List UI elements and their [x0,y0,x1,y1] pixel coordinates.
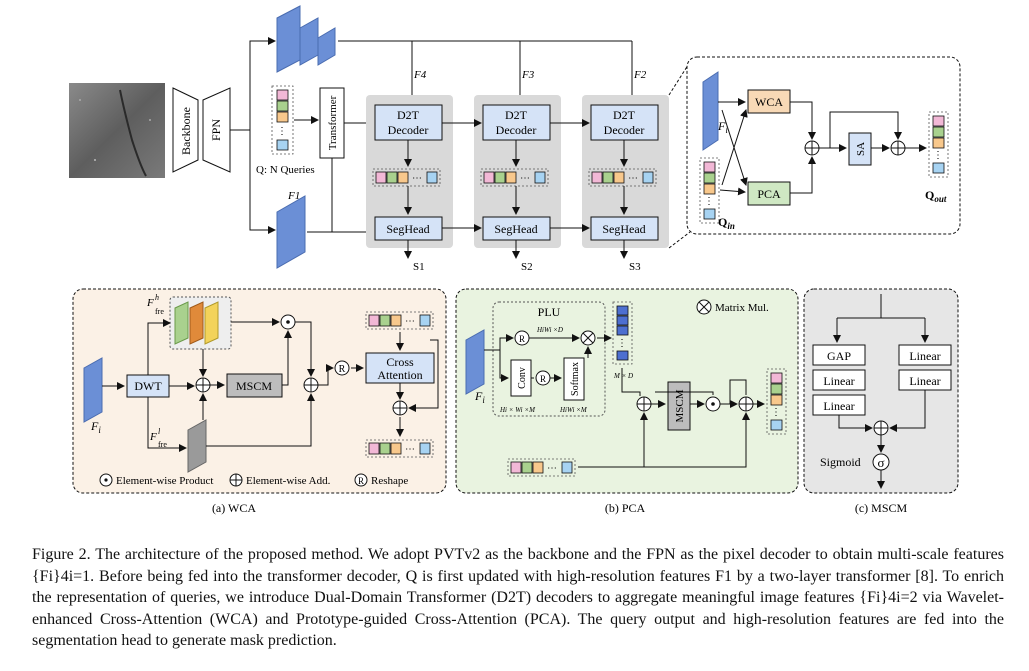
output-s3: S3 [629,261,641,273]
feature-pyramid-top [276,5,336,73]
svg-text:Softmax: Softmax [570,362,581,396]
svg-text:Decoder: Decoder [496,123,537,137]
feature-f1 [276,195,306,269]
backbone-block: Backbone [172,87,199,173]
svg-text:D2T: D2T [505,108,528,122]
output-s2: S2 [521,261,533,273]
svg-text:F: F [146,297,154,309]
seghead-label-1: SegHead [386,222,429,236]
dwt-label: DWT [134,379,162,393]
svg-text:⋯: ⋯ [405,444,415,455]
pca-caption: (b) PCA [605,501,646,515]
svg-text:R: R [339,364,346,375]
architecture-diagram: Backbone FPN F4 F3 F2 F1 [69,5,961,515]
caption-text: The architecture of the proposed method.… [32,546,1004,649]
legend-product: Element-wise Product [116,475,213,487]
query-stack: ⋮ [271,85,294,155]
backbone-label: Backbone [179,107,193,155]
svg-text:R: R [519,334,525,344]
d2t-input-fi: Fi [717,119,728,135]
sigmoid-label: Sigmoid [820,455,861,469]
fpn-label: FPN [209,119,223,141]
svg-text:Hi × Wi ×M: Hi × Wi ×M [499,406,536,414]
plu-label: PLU [538,305,561,319]
svg-text:⋯: ⋯ [547,463,557,474]
legend-reshape: Reshape [371,475,408,487]
svg-text:⋮: ⋮ [277,126,287,137]
svg-text:fre: fre [155,307,164,316]
svg-text:⋯: ⋯ [405,316,415,327]
queries-label: Q: N Queries [256,164,315,176]
query-strips: ⋯ ⋯ ⋯ [372,168,657,187]
wca-caption: (a) WCA [212,501,256,515]
fpn-block: FPN [202,87,231,173]
feature-label-f1: F1 [287,190,300,202]
wca-mscm-label: MSCM [236,379,272,393]
input-image [69,83,165,178]
linear-label-3: Linear [909,349,940,363]
gap-label: GAP [827,349,851,363]
caption-label: Figure 2. [32,546,91,563]
svg-text:⋮: ⋮ [617,338,627,349]
decoder-label-1: D2T [397,108,420,122]
svg-text:⋮: ⋮ [933,150,943,161]
output-s1: S1 [413,261,425,273]
mscm-caption: (c) MSCM [855,501,908,515]
svg-text:Decoder: Decoder [604,123,645,137]
pca-block-label: PCA [757,187,781,201]
sigma-symbol: σ [877,455,884,470]
svg-text:h: h [155,293,159,302]
svg-text:R: R [358,476,364,486]
svg-text:Decoder: Decoder [388,123,429,137]
decoder-panel-2: D2T Decoder SegHead [474,95,561,248]
svg-text:Fi: Fi [90,419,101,435]
svg-text:Attention: Attention [377,368,422,382]
feature-label-f2: F2 [633,69,647,81]
legend-add: Element-wise Add. [246,475,331,487]
svg-text:Conv: Conv [517,367,528,389]
svg-text:Cross: Cross [386,355,414,369]
svg-text:R: R [540,374,546,384]
wca-panel: Fi DWT F h fre F l fre MSCM [72,288,447,494]
mscm-panel: GAP Linear Linear Linear Linear σ Sigmoi… [803,288,959,494]
svg-text:⋮: ⋮ [771,407,781,418]
svg-text:Fi: Fi [474,389,485,405]
svg-text:l: l [158,427,161,436]
svg-text:HiWi ×D: HiWi ×D [536,326,563,334]
seghead-label-2: SegHead [494,222,537,236]
linear-label-2: Linear [823,399,854,413]
svg-text:D2T: D2T [613,108,636,122]
feature-label-f3: F3 [521,69,535,81]
d2t-detail: Fi WCA PCA ⋮ Qin SA [686,56,961,235]
wca-block-label: WCA [755,95,783,109]
sa-block-label: SA [855,142,867,156]
svg-text:⋮: ⋮ [704,196,714,207]
pca-panel: Fi PLU R HiWi ×D Conv R Softmax Hi × Wi … [455,288,799,494]
linear-label-1: Linear [823,374,854,388]
decoder-panel-1: D2T Decoder SegHead [366,95,453,248]
figure-caption: Figure 2. The architecture of the propos… [32,544,1004,652]
decoder-panel-3: D2T Decoder SegHead [582,95,669,248]
transformer-block: Transformer [319,87,345,159]
svg-text:⋯: ⋯ [628,173,638,184]
feature-label-f4: F4 [413,69,427,81]
top-pipeline: Backbone FPN F4 F3 F2 F1 [69,5,691,273]
svg-text:⋯: ⋯ [520,173,530,184]
svg-text:M × D: M × D [613,372,633,380]
seghead-label-3: SegHead [602,222,645,236]
svg-text:fre: fre [158,440,167,449]
svg-text:F: F [149,431,157,443]
pca-mscm-label: MSCM [674,389,686,422]
transformer-label: Transformer [327,95,339,150]
linear-label-4: Linear [909,374,940,388]
legend-matrix-mul: Matrix Mul. [715,302,769,314]
svg-text:⋯: ⋯ [412,173,422,184]
svg-text:HiWi ×M: HiWi ×M [559,406,588,414]
